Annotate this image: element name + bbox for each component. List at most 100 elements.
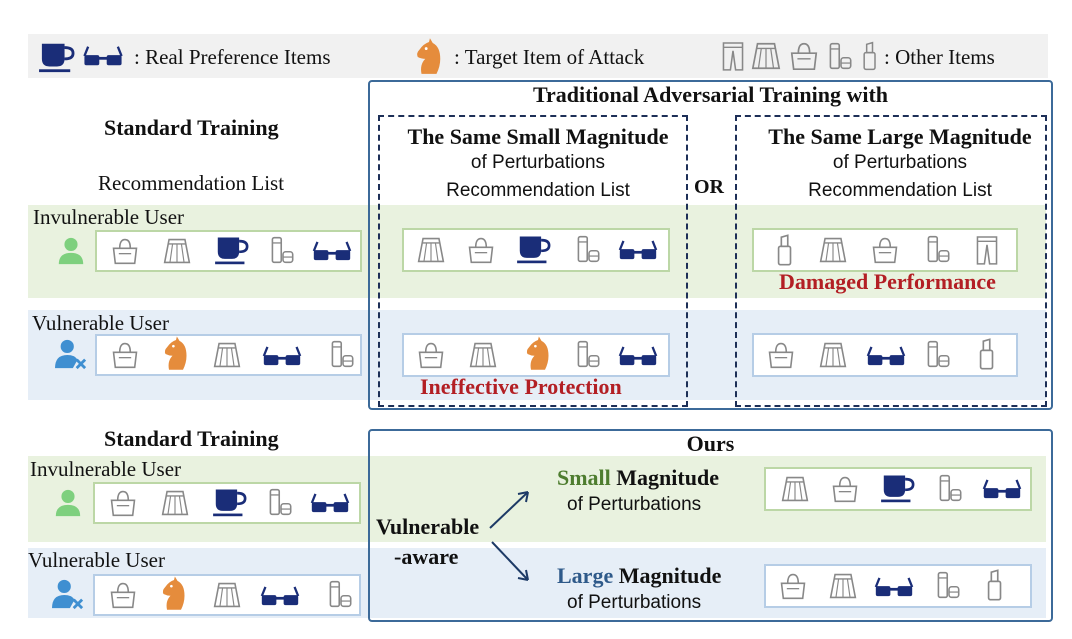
top-invulnerable-user-label: Invulnerable User [33,205,185,229]
large-box-line2: of Perturbations [832,152,968,173]
ours-large-magnitude: Large Magnitude [557,563,721,589]
legend-target-label: : Target Item of Attack [454,45,645,69]
ours-small-perturb-label: of Perturbations [567,494,702,515]
cosmetic-icon [574,338,604,370]
bag-icon [870,235,900,265]
cosmetic-icon [934,569,964,601]
top-std-vulnerable-list [95,334,362,376]
vulnerable-aware-line2: -aware [394,544,459,569]
small-box-line3: Recommendation List [446,180,630,201]
skirt-icon [750,40,782,72]
cosmetic-icon [936,472,966,504]
skirt-icon [212,580,242,610]
bottom-vulnerable-user-label: Vulnerable User [28,548,165,572]
pants-icon [720,40,746,72]
skirt-icon [416,235,446,265]
glasses-icon [874,574,914,600]
small-box-line1: The Same Small Magnitude [407,124,669,149]
skirt-icon [162,236,192,266]
lipstick-icon [774,233,796,267]
skirt-icon [468,340,498,370]
branch-arrows [489,491,529,581]
skirt-icon [780,474,810,504]
skirt-icon [212,340,242,370]
skirt-icon [818,340,848,370]
bottom-invulnerable-user-label: Invulnerable User [30,457,182,481]
glasses-icon [982,476,1022,502]
pants-icon [974,233,1000,267]
skirt-icon [818,235,848,265]
skirt-icon [160,488,190,518]
small-box-line2: of Perturbations [470,152,606,173]
cup-icon [214,234,250,266]
ineffective-protection-note: Ineffective Protection [420,374,622,399]
legend-other-label: : Other Items [884,45,995,69]
magnitude-word: Magnitude [613,563,722,588]
glasses-icon [618,237,658,263]
horse-icon [414,38,444,76]
horse-icon [162,336,190,372]
adversarial-training-title: Traditional Adversarial Training with [532,82,889,107]
vulnerable-user-icon [54,338,88,370]
glasses-icon [312,238,352,264]
large-word: Large [557,563,614,588]
vulnerable-user-icon [51,578,85,610]
ours-small-magnitude: Small Magnitude [557,465,719,491]
lipstick-icon [860,40,880,72]
large-magnitude-box [735,115,1047,407]
cup-icon [38,40,76,74]
horse-icon [524,336,552,372]
top-rec-list-label: Recommendation List [98,171,285,195]
bag-icon [108,580,138,610]
cosmetic-icon [826,40,856,72]
bag-icon [110,340,140,370]
glasses-icon [310,490,350,516]
cosmetic-icon [574,233,604,265]
bag-icon [830,474,860,504]
cosmetic-icon [326,578,356,610]
glasses-icon [618,343,658,369]
glasses-icon [262,343,302,369]
large-box-line1: The Same Large Magnitude [768,124,1032,149]
ours-box [368,429,1053,622]
skirt-icon [828,571,858,601]
magnitude-word: Magnitude [610,465,719,490]
bag-icon [466,235,496,265]
invulnerable-user-icon [56,236,86,266]
small-word: Small [557,465,611,490]
legend-bar [28,34,1048,78]
bottom-standard-training-title: Standard Training [104,426,279,451]
bag-icon [778,571,808,601]
bag-icon [110,236,140,266]
ours-title: Ours [686,431,735,456]
bag-icon [788,40,820,72]
top-standard-training-title: Standard Training [104,115,279,140]
ours-vulnerable-list [764,564,1032,608]
small-magnitude-box [378,115,688,407]
cup-icon [212,486,248,518]
cosmetic-icon [924,338,954,370]
large-vulnerable-list [752,333,1018,377]
glasses-icon [82,43,124,69]
glasses-icon [866,343,906,369]
cosmetic-icon [328,338,358,370]
damaged-performance-note: Damaged Performance [779,269,996,294]
cup-icon [516,233,552,265]
cup-icon [880,472,916,504]
ours-large-perturb-label: of Perturbations [567,592,702,613]
cosmetic-icon [268,234,298,266]
adversarial-training-box [368,80,1053,410]
bag-icon [766,340,796,370]
bag-icon [416,340,446,370]
or-label: OR [694,176,724,198]
cosmetic-icon [266,486,296,518]
large-box-line3: Recommendation List [808,180,992,201]
lipstick-icon [984,568,1006,602]
cosmetic-icon [924,233,954,265]
invulnerable-user-icon [53,488,83,518]
lipstick-icon [976,337,998,371]
glasses-icon [260,583,300,609]
vulnerable-aware-line1: Vulnerable [376,514,480,539]
horse-icon [160,576,188,612]
bag-icon [108,488,138,518]
